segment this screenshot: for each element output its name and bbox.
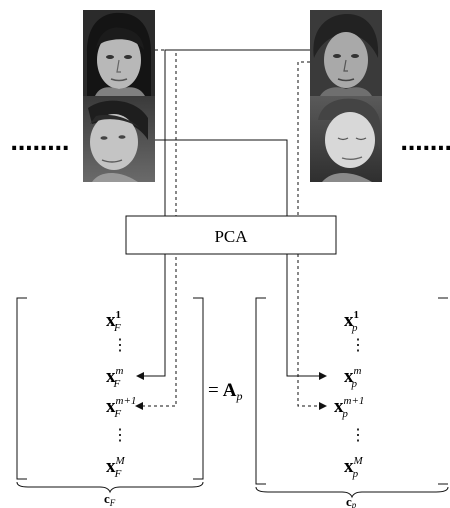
left-ellipsis: ........ [10, 131, 69, 156]
pca-label: PCA [214, 227, 248, 246]
right-face-stack [310, 10, 382, 182]
right-ellipsis: ........ [400, 131, 450, 156]
equals-a-p: =Ap [208, 380, 242, 403]
left-vdots-1: ⋮ [112, 337, 128, 354]
face-photo-left-top [83, 10, 155, 96]
connector-dashed-to-right-xm1b [297, 61, 327, 410]
face-photo-right-top [310, 10, 382, 96]
right-vdots-2: ⋮ [350, 427, 366, 444]
left-underbrace [16, 481, 204, 494]
left-face-stack [83, 10, 155, 182]
left-brace-label: cF [104, 491, 116, 508]
right-underbrace [255, 486, 449, 499]
face-photo-left-bottom [83, 96, 155, 182]
connector-solid-to-right-xm [155, 139, 327, 380]
connector-solid-to-left-xm [136, 49, 310, 380]
right-matrix-bracket [255, 297, 449, 499]
right-vdots-1: ⋮ [350, 337, 366, 354]
left-matrix-bracket [16, 297, 204, 494]
face-photo-right-bottom [310, 96, 382, 182]
right-brace-label: cp [346, 494, 357, 508]
left-vdots-2: ⋮ [112, 427, 128, 444]
pca-box: PCA [125, 215, 337, 255]
